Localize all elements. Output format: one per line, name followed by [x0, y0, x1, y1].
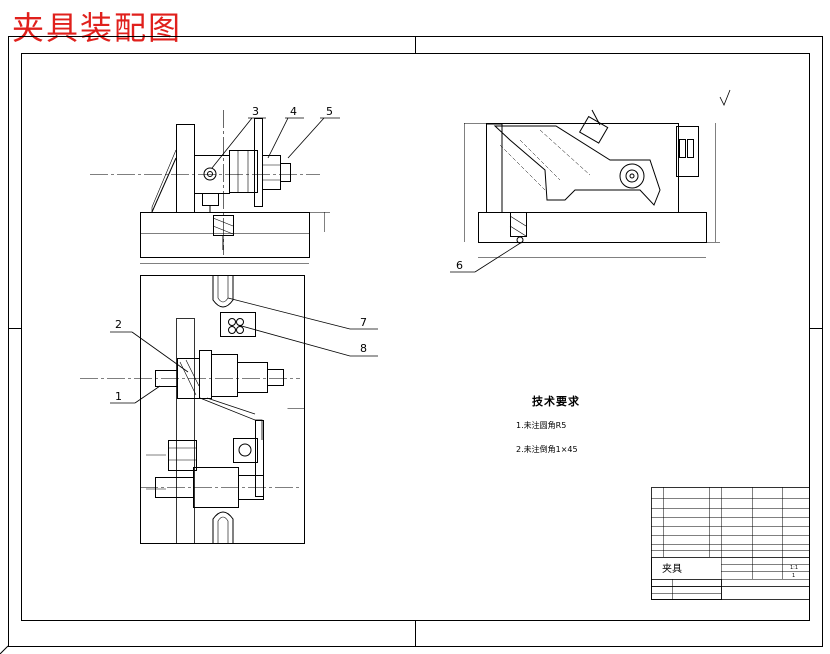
title-block	[651, 487, 810, 600]
balloon-6: 6	[456, 259, 463, 272]
balloon-8: 8	[360, 342, 367, 355]
balloon-3: 3	[252, 105, 259, 118]
balloon-4: 4	[290, 105, 297, 118]
technical-requirements-heading: 技术要求	[532, 395, 580, 408]
balloon-5: 5	[326, 105, 333, 118]
title-block-drawing-name: 夹具	[662, 562, 682, 575]
balloon-1: 1	[115, 390, 122, 403]
drawing-title: 夹具装配图	[12, 9, 183, 47]
balloon-7: 7	[360, 316, 367, 329]
frame-center-marks	[0, 36, 822, 654]
technical-requirement-item: 2.未注倒角1×45	[516, 445, 578, 454]
technical-requirement-item: 1.未注圆角R5	[516, 421, 567, 430]
front-view	[90, 110, 330, 264]
leader-lines	[110, 117, 523, 404]
side-view	[464, 89, 731, 258]
top-view	[80, 275, 305, 544]
part-balloons: 3 4 5 2 1 7 8 6	[115, 105, 463, 403]
balloon-2: 2	[115, 318, 122, 331]
title-block-scale: 1:1	[790, 565, 798, 571]
outer-frame	[8, 36, 823, 647]
title-block-sheet: 1	[792, 573, 795, 579]
